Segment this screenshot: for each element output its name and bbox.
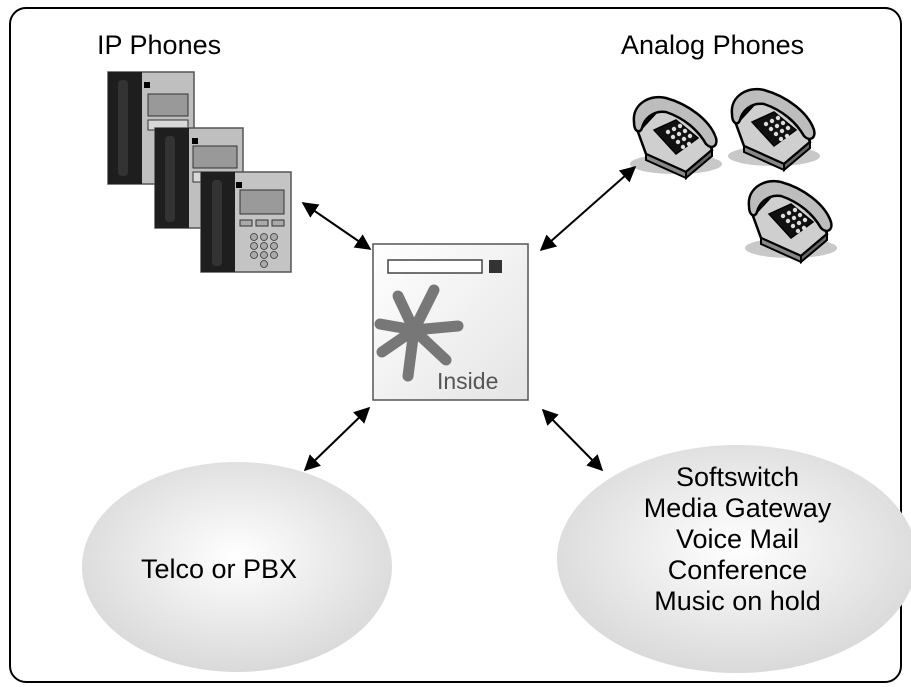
double-arrow-icon xyxy=(303,406,371,472)
double-arrow-icon xyxy=(541,408,604,472)
ip-phone-icon xyxy=(154,127,244,229)
double-arrow-icon xyxy=(539,165,637,252)
services-list: Softswitch Media Gateway Voice Mail Conf… xyxy=(560,462,911,617)
telco-ellipse xyxy=(82,462,392,672)
ip-phones-label: IP Phones xyxy=(97,30,222,60)
analog-phones-label: Analog Phones xyxy=(621,30,805,60)
device-label: Inside xyxy=(437,368,499,394)
asterisk-logo-icon xyxy=(374,284,464,382)
services-ellipse xyxy=(557,445,911,673)
service-item: Music on hold xyxy=(654,586,821,616)
service-item: Voice Mail xyxy=(675,524,800,554)
ip-phone-icon xyxy=(200,171,292,273)
service-item: Conference xyxy=(667,555,808,585)
service-item: Softswitch xyxy=(675,462,800,492)
double-arrow-icon xyxy=(301,202,372,250)
service-item: Media Gateway xyxy=(643,493,832,523)
telco-label: Telco or PBX xyxy=(141,554,298,584)
